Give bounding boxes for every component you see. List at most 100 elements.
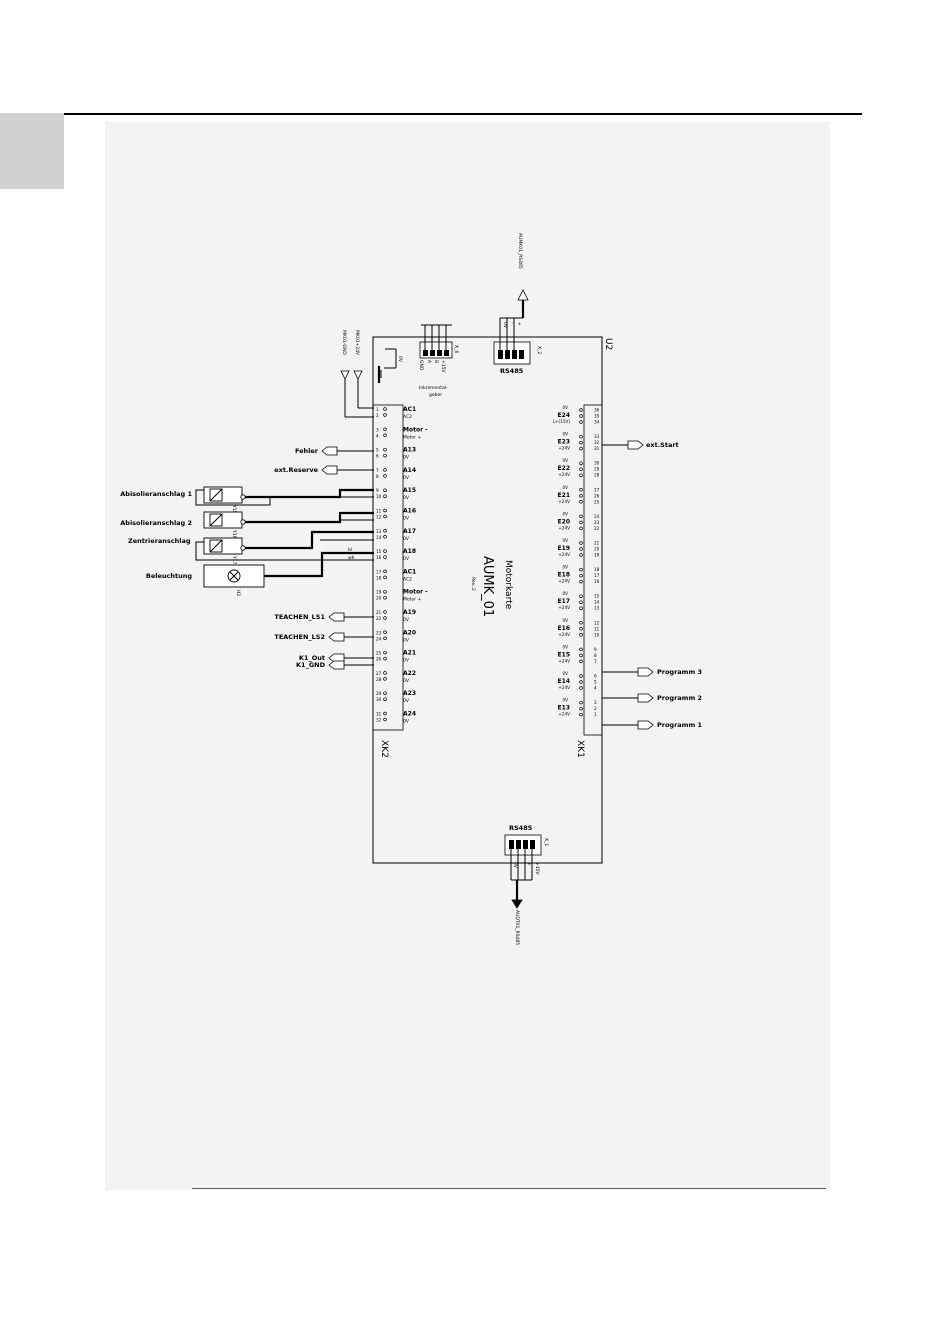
xk1-terminal xyxy=(579,621,583,625)
xk1-header: XK1 xyxy=(575,740,585,758)
board-name: AUMK_01 xyxy=(480,556,495,617)
xk1-signal-sub: +24V xyxy=(558,658,570,663)
xk1-terminal xyxy=(579,520,583,525)
left-net-flags: Fehler ext.Reserve TEACHEN_LS1 TEACHEN_L… xyxy=(274,446,374,670)
xk2-terminal xyxy=(383,610,387,614)
xk1-terminal xyxy=(579,461,583,465)
xk1-pin-number: 33 xyxy=(594,434,600,439)
x6-connector: X_6 GND A B +15V Inkremental- geber xyxy=(418,324,459,398)
xk1-zero-volt: 0V xyxy=(562,405,568,410)
xk2-terminal xyxy=(383,589,387,594)
xk2-pin-number: 32 xyxy=(376,718,382,723)
xk2-signal: A19 xyxy=(403,609,416,616)
xk2-terminal xyxy=(383,529,387,533)
xk1-zero-volt: 0V xyxy=(562,432,568,437)
xk2-pin-number: 28 xyxy=(376,677,382,682)
xk1-terminal xyxy=(579,446,583,451)
xk1-zero-volt: 0V xyxy=(562,671,568,676)
xk2-signal: A18 xyxy=(403,548,416,555)
xk2-pin-number: 5 xyxy=(376,448,379,453)
xk1-signal: E16 xyxy=(558,625,570,632)
xk1-terminal xyxy=(579,526,583,531)
xk1-terminal xyxy=(579,514,583,519)
xk1-pin-number: 27 xyxy=(594,487,600,492)
xk2-signal-sub: 0V xyxy=(403,637,410,643)
xk2-pin-number: 27 xyxy=(376,671,382,676)
xk1-pin-number: 18 xyxy=(594,567,600,572)
xk1-zero-volt: 0V xyxy=(562,565,568,570)
xk1-pin-number: 32 xyxy=(594,440,600,445)
x1-pin-minus: - xyxy=(519,862,524,864)
xk2-signal: A22 xyxy=(403,670,416,677)
xk2-terminal xyxy=(383,630,387,635)
xk1-signal-sub: +24V xyxy=(558,632,570,637)
xk2-terminal xyxy=(383,474,387,478)
xk1-signal-sub: +24V xyxy=(558,472,570,477)
xk1-pin-number: 2 xyxy=(594,706,597,711)
xk2-terminal xyxy=(383,514,387,519)
xk2-terminal xyxy=(383,535,387,539)
xk1-pin-number: 36 xyxy=(594,408,600,413)
xk2-terminal xyxy=(383,677,387,681)
xk2-pin-number: 17 xyxy=(376,569,382,574)
x6-caption-2: geber xyxy=(429,392,442,398)
xk1-pin-number: 9 xyxy=(594,647,597,652)
solenoid-y17: Y17 Zentrieranschlag xyxy=(128,530,374,565)
xk1-pin-number: 13 xyxy=(594,606,600,611)
xk2-signal-sub: 0V xyxy=(403,678,410,684)
xk2-signal-sub: 0V xyxy=(403,475,410,481)
xk1-signal-sub: L+(15V) xyxy=(553,419,571,424)
ground-label: 0V xyxy=(397,356,403,363)
xk2-terminal xyxy=(383,427,387,432)
board-ref: U2 xyxy=(603,338,613,350)
xk2-pin-number: 19 xyxy=(376,590,382,595)
xk2-signal: A23 xyxy=(403,690,416,697)
ground-symbol: 0V xyxy=(377,348,403,383)
xk1-terminal xyxy=(579,488,583,492)
xk2-pin-number: 23 xyxy=(376,630,382,635)
xk1-pin-number: 23 xyxy=(594,520,600,525)
xk2-pin-number: 25 xyxy=(376,651,382,656)
xk2-pin-number: 22 xyxy=(376,616,382,621)
xk1-zero-volt: 0V xyxy=(562,458,568,463)
x6-pin-b: B xyxy=(433,360,439,363)
x1-pin-15v: +15V xyxy=(534,862,540,875)
xk1-pin-number: 6 xyxy=(594,674,597,679)
xk2-signal: A17 xyxy=(403,528,416,535)
x2-pin-0v: 0V xyxy=(502,322,508,329)
supply-arrows: MK01-GND MK01+24V xyxy=(340,330,374,418)
xk1-signal: E23 xyxy=(558,439,570,446)
xk2-strip xyxy=(372,404,404,731)
xk2-terminal xyxy=(383,447,387,452)
x1-caption: RS485 xyxy=(509,824,533,832)
xk2-signal-sub: 0V xyxy=(403,536,410,542)
xk1-terminal xyxy=(579,653,583,658)
x1-ref: X_1 xyxy=(543,838,549,846)
xk1-pin-number: 8 xyxy=(594,653,597,658)
schematic-scan-area xyxy=(105,122,830,1190)
xk2-signal: A20 xyxy=(403,629,416,636)
xk1-zero-volt: 0V xyxy=(562,618,568,623)
xk2-terminal xyxy=(383,691,387,695)
xk1-signal-sub: +24V xyxy=(558,552,570,557)
board-rev: Rev.:2 xyxy=(470,577,476,591)
rs485-out-net-label: AUMK01_RS485 xyxy=(517,233,523,269)
xk1-pin-number: 19 xyxy=(594,553,600,558)
xk2-pin-number: 20 xyxy=(376,596,382,601)
xk1-terminal xyxy=(579,627,583,631)
xk1-terminal xyxy=(579,408,583,412)
xk1-pin-number: 3 xyxy=(594,700,597,705)
xk1-pin-number: 28 xyxy=(594,473,600,478)
xk1-signal: E20 xyxy=(558,518,570,525)
xk2-terminal xyxy=(383,508,387,513)
xk2-terminal xyxy=(383,488,387,492)
xk2-terminal xyxy=(383,595,387,600)
xk2-pin-number: 12 xyxy=(376,515,382,520)
teachen2-label: TEACHEN_LS2 xyxy=(274,633,325,641)
xk2-pin-number: 29 xyxy=(376,691,382,696)
xk1-signal: E13 xyxy=(558,705,570,712)
xk1-signal: E14 xyxy=(558,678,570,685)
xk1-pin-number: 22 xyxy=(594,526,600,531)
wire-label-bl: bl xyxy=(348,547,352,553)
